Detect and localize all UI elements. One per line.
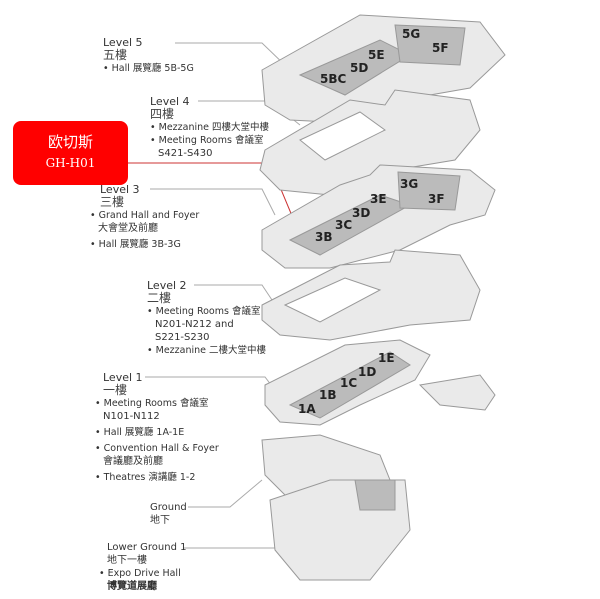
level-title: Lower Ground 1 bbox=[107, 542, 187, 553]
level-item: Mezzanine 四樓大堂中樓 bbox=[150, 121, 269, 134]
hall-5G: 5G bbox=[402, 27, 420, 41]
level-title: Level 2 bbox=[147, 279, 187, 292]
location-callout: 欧切斯 GH-H01 bbox=[13, 121, 128, 185]
hall-3B: 3B bbox=[315, 230, 333, 244]
hall-5BC: 5BC bbox=[320, 72, 346, 86]
hall-5D: 5D bbox=[350, 61, 368, 75]
hall-3C: 3C bbox=[335, 218, 352, 232]
hall-3E: 3E bbox=[370, 192, 387, 206]
level-cn: 地下一樓 bbox=[107, 555, 147, 566]
level-item: Meeting Rooms 會議室 bbox=[147, 305, 266, 318]
level-item: 大會堂及前廳 bbox=[98, 223, 158, 234]
level-cn: 二樓 bbox=[147, 291, 172, 305]
callout-name: 欧切斯 bbox=[47, 133, 93, 151]
hall-1A: 1A bbox=[298, 402, 316, 416]
level-item: Hall 展覽廳 3B-3G bbox=[90, 238, 199, 251]
level-cn: 三樓 bbox=[100, 195, 125, 209]
hall-1C: 1C bbox=[340, 376, 357, 390]
level-item: Hall 展覽廳 5B-5G bbox=[103, 62, 194, 75]
level-item: 博覽道展廳 bbox=[107, 581, 157, 592]
level-item: S421-S430 bbox=[158, 148, 213, 159]
level-item: Hall 展覽廳 1A-1E bbox=[95, 426, 219, 439]
ground-label: Ground 地下 bbox=[150, 501, 187, 527]
level-item: Convention Hall & Foyer bbox=[95, 442, 219, 455]
level-cn: 四樓 bbox=[150, 107, 175, 121]
level-item: Theatres 演講廳 1-2 bbox=[95, 471, 219, 484]
level-item: Grand Hall and Foyer bbox=[90, 209, 200, 222]
level-cn: 五樓 bbox=[103, 48, 128, 62]
level-3-label: Level 3 三樓 Grand Hall and Foyer 大會堂及前廳 H… bbox=[98, 183, 199, 251]
level-title: Level 3 bbox=[100, 183, 140, 196]
callout-code: GH-H01 bbox=[45, 156, 96, 170]
level-title: Level 1 bbox=[103, 371, 143, 384]
hall-3G: 3G bbox=[400, 177, 418, 191]
level-item: Meeting Rooms 會議室 bbox=[95, 397, 219, 410]
level-title: Level 4 bbox=[150, 95, 190, 108]
level-item: Mezzanine 二樓大堂中樓 bbox=[147, 344, 266, 357]
level-item: S221-S230 bbox=[155, 332, 210, 343]
hall-5F: 5F bbox=[432, 41, 449, 55]
hall-3D: 3D bbox=[352, 206, 370, 220]
level-cn: 一樓 bbox=[103, 383, 128, 397]
level-cn: 地下 bbox=[150, 515, 170, 526]
level-title: Ground bbox=[150, 502, 187, 513]
lower-ground-label: Lower Ground 1 地下一樓 Expo Drive Hall 博覽道展… bbox=[107, 541, 186, 593]
level-4-floor bbox=[259, 89, 481, 196]
level-title: Level 5 bbox=[103, 36, 143, 49]
level-item: Meeting Rooms 會議室 bbox=[150, 134, 269, 147]
hall-1D: 1D bbox=[358, 365, 376, 379]
hall-5E: 5E bbox=[368, 48, 385, 62]
level-5-label: Level 5 五樓 Hall 展覽廳 5B-5G bbox=[103, 36, 194, 75]
level-item: 會議廳及前廳 bbox=[103, 456, 163, 467]
level-4-label: Level 4 四樓 Mezzanine 四樓大堂中樓 Meeting Room… bbox=[150, 95, 269, 160]
level-item: N101-N112 bbox=[103, 411, 160, 422]
level-1-label: Level 1 一樓 Meeting Rooms 會議室 N101-N112 H… bbox=[103, 371, 219, 484]
hall-3F: 3F bbox=[428, 192, 445, 206]
hall-1E: 1E bbox=[378, 351, 395, 365]
level-item: Expo Drive Hall bbox=[99, 567, 186, 580]
hall-1B: 1B bbox=[319, 388, 337, 402]
level-2-label: Level 2 二樓 Meeting Rooms 會議室 N201-N212 a… bbox=[147, 279, 266, 357]
level-item: N201-N212 and bbox=[155, 319, 234, 330]
